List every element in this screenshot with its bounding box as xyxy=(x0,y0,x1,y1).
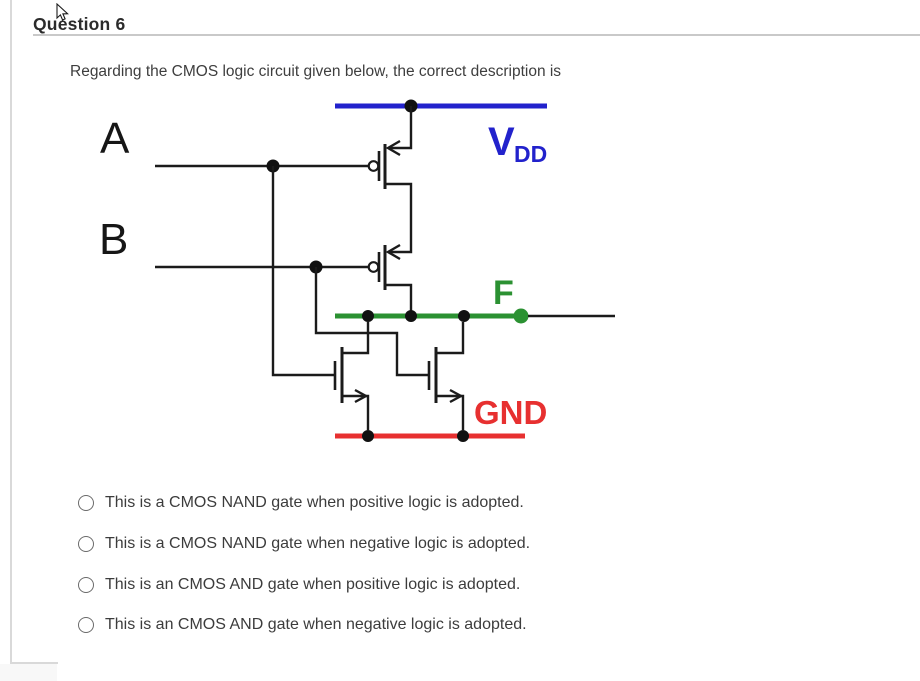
label-vdd: V xyxy=(488,120,515,164)
panel-left-border xyxy=(10,0,12,663)
title-divider xyxy=(33,34,920,36)
pmos-transistor-2 xyxy=(367,243,413,316)
label-input-a: A xyxy=(100,114,130,163)
pmos-source-arrow xyxy=(385,139,401,157)
junction-dot xyxy=(362,430,374,442)
label-output-f: F xyxy=(493,274,514,312)
nmos-source-arrow xyxy=(354,388,369,404)
answer-option-2-label: This is a CMOS NAND gate when negative l… xyxy=(105,535,531,552)
answer-option-3[interactable]: This is an CMOS AND gate when positive l… xyxy=(78,573,520,597)
nmos-transistor-1 xyxy=(333,322,370,430)
mouse-cursor-icon xyxy=(56,3,69,21)
pmos-source-arrow xyxy=(385,243,401,261)
label-gnd: GND xyxy=(474,394,547,431)
nmos-source-arrow xyxy=(449,388,464,404)
junction-dot xyxy=(457,430,469,442)
answer-option-1[interactable]: This is a CMOS NAND gate when positive l… xyxy=(78,491,524,515)
answer-option-2[interactable]: This is a CMOS NAND gate when negative l… xyxy=(78,532,530,556)
panel-bottom-border xyxy=(10,662,58,664)
cmos-circuit-diagram: A B V DD F GND xyxy=(99,99,615,442)
radio-option-2[interactable] xyxy=(78,536,94,552)
output-terminal-dot xyxy=(513,308,529,324)
question-text: Regarding the CMOS logic circuit given b… xyxy=(70,63,562,80)
radio-option-3[interactable] xyxy=(78,577,94,593)
input-a-wire xyxy=(155,159,369,377)
radio-option-4[interactable] xyxy=(78,617,94,633)
page-background-corner xyxy=(0,664,57,681)
vdd-rail xyxy=(335,99,547,113)
answer-option-4-label: This is an CMOS AND gate when negative l… xyxy=(105,616,527,633)
label-vdd-subscript: DD xyxy=(514,141,547,167)
junction-dot xyxy=(405,310,417,322)
radio-option-1[interactable] xyxy=(78,495,94,511)
pmos-transistor-1 xyxy=(367,106,413,254)
label-input-b: B xyxy=(99,215,128,264)
gnd-rail xyxy=(335,430,525,442)
question-title: Question 6 xyxy=(33,14,126,34)
answer-option-1-label: This is a CMOS NAND gate when positive l… xyxy=(105,494,524,511)
nmos-transistor-2 xyxy=(427,322,465,430)
answer-option-4[interactable]: This is an CMOS AND gate when negative l… xyxy=(78,613,527,637)
input-b-wire xyxy=(155,260,428,377)
gate-bubble xyxy=(367,160,380,172)
answer-option-3-label: This is an CMOS AND gate when positive l… xyxy=(105,576,521,593)
output-rail xyxy=(335,308,615,324)
gate-bubble xyxy=(367,261,380,273)
junction-dot xyxy=(458,310,470,322)
junction-dot xyxy=(362,310,374,322)
